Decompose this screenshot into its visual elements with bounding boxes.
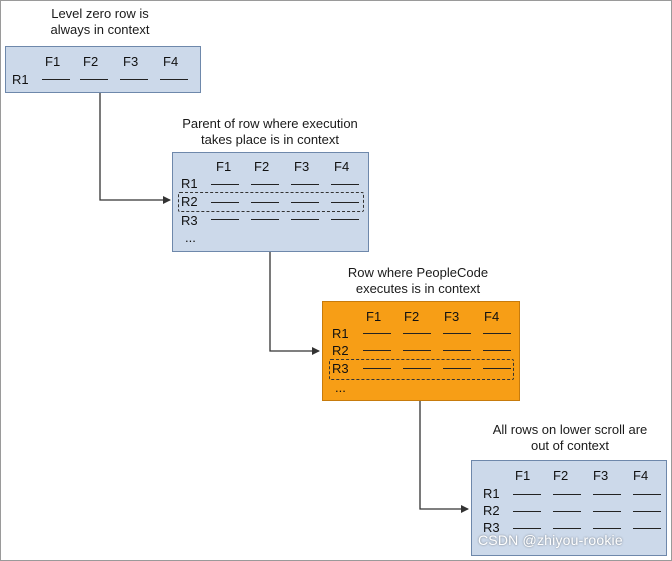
level-zero-box: F1 F2 F3 F4 R1 bbox=[5, 46, 201, 93]
field-value-line bbox=[513, 528, 541, 529]
field-value-line bbox=[633, 528, 661, 529]
caption-line: Parent of row where execution bbox=[182, 116, 358, 131]
row-label: R1 bbox=[483, 486, 500, 501]
field-header: F2 bbox=[553, 468, 569, 483]
field-value-line bbox=[80, 79, 108, 80]
field-value-line bbox=[593, 494, 621, 495]
caption-lower: All rows on lower scroll are out of cont… bbox=[465, 422, 672, 454]
field-value-line bbox=[553, 511, 581, 512]
caption-line: always in context bbox=[50, 22, 150, 37]
row-label: R2 bbox=[181, 194, 198, 209]
field-value-line bbox=[291, 219, 319, 220]
field-header: F4 bbox=[633, 468, 649, 483]
row-label: R1 bbox=[332, 326, 349, 341]
row-label: R3 bbox=[181, 213, 198, 228]
field-value-line bbox=[363, 333, 391, 334]
row-label: R2 bbox=[332, 343, 349, 358]
field-value-line bbox=[331, 219, 359, 220]
executing-row-box: F1 F2 F3 F4 R1 R2 R3 ... bbox=[322, 301, 520, 401]
field-value-line bbox=[211, 219, 239, 220]
row-label: R3 bbox=[332, 361, 349, 376]
field-value-line bbox=[120, 79, 148, 80]
field-header: F4 bbox=[484, 309, 500, 324]
connector-arrow-3 bbox=[419, 401, 469, 513]
field-header: F2 bbox=[83, 54, 99, 69]
field-value-line bbox=[363, 368, 391, 369]
field-header: F1 bbox=[216, 159, 232, 174]
field-value-line bbox=[553, 528, 581, 529]
selected-row-outline bbox=[329, 359, 514, 380]
caption-line: out of context bbox=[530, 438, 610, 453]
field-value-line bbox=[403, 350, 431, 351]
caption-line: takes place is in context bbox=[200, 132, 340, 147]
field-value-line bbox=[403, 368, 431, 369]
field-value-line bbox=[633, 511, 661, 512]
field-value-line bbox=[251, 202, 279, 203]
caption-line: Row where PeopleCode bbox=[347, 265, 489, 280]
field-header: F2 bbox=[254, 159, 270, 174]
connector-arrow-1 bbox=[99, 93, 171, 204]
field-value-line bbox=[42, 79, 70, 80]
field-value-line bbox=[513, 494, 541, 495]
caption-line: All rows on lower scroll are bbox=[492, 422, 648, 437]
lower-scroll-box: F1 F2 F3 F4 R1 R2 R3 bbox=[471, 460, 667, 556]
field-header: F3 bbox=[123, 54, 139, 69]
field-value-line bbox=[513, 511, 541, 512]
field-value-line bbox=[211, 184, 239, 185]
row-label: R1 bbox=[181, 176, 198, 191]
field-header: F3 bbox=[294, 159, 310, 174]
field-value-line bbox=[443, 333, 471, 334]
field-value-line bbox=[403, 333, 431, 334]
field-value-line bbox=[633, 494, 661, 495]
selected-row-outline bbox=[178, 192, 364, 212]
more-rows-ellipsis: ... bbox=[335, 380, 346, 395]
field-value-line bbox=[160, 79, 188, 80]
connector-arrow-2 bbox=[269, 252, 320, 355]
field-value-line bbox=[553, 494, 581, 495]
field-value-line bbox=[211, 202, 239, 203]
field-value-line bbox=[483, 368, 511, 369]
field-header: F4 bbox=[163, 54, 179, 69]
parent-row-box: F1 F2 F3 F4 R1 R2 R3 ... bbox=[172, 152, 369, 252]
caption-executing: Row where PeopleCode executes is in cont… bbox=[323, 265, 513, 297]
field-value-line bbox=[593, 528, 621, 529]
caption-parent: Parent of row where execution takes plac… bbox=[160, 116, 380, 148]
caption-level-zero: Level zero row is always in context bbox=[25, 6, 175, 38]
caption-line: executes is in context bbox=[355, 281, 481, 296]
row-label: R1 bbox=[12, 72, 29, 87]
field-value-line bbox=[443, 350, 471, 351]
field-value-line bbox=[483, 350, 511, 351]
field-value-line bbox=[251, 184, 279, 185]
field-value-line bbox=[443, 368, 471, 369]
field-header: F1 bbox=[515, 468, 531, 483]
field-header: F1 bbox=[366, 309, 382, 324]
field-value-line bbox=[291, 184, 319, 185]
field-value-line bbox=[251, 219, 279, 220]
field-header: F2 bbox=[404, 309, 420, 324]
field-value-line bbox=[291, 202, 319, 203]
field-header: F3 bbox=[593, 468, 609, 483]
row-label: R3 bbox=[483, 520, 500, 535]
more-rows-ellipsis: ... bbox=[185, 230, 196, 245]
field-value-line bbox=[331, 202, 359, 203]
watermark: CSDN @zhiyou-rookie bbox=[478, 532, 623, 548]
field-header: F4 bbox=[334, 159, 350, 174]
field-value-line bbox=[593, 511, 621, 512]
field-value-line bbox=[363, 350, 391, 351]
row-label: R2 bbox=[483, 503, 500, 518]
field-value-line bbox=[331, 184, 359, 185]
field-header: F3 bbox=[444, 309, 460, 324]
field-value-line bbox=[483, 333, 511, 334]
field-header: F1 bbox=[45, 54, 61, 69]
caption-line: Level zero row is bbox=[51, 6, 149, 21]
